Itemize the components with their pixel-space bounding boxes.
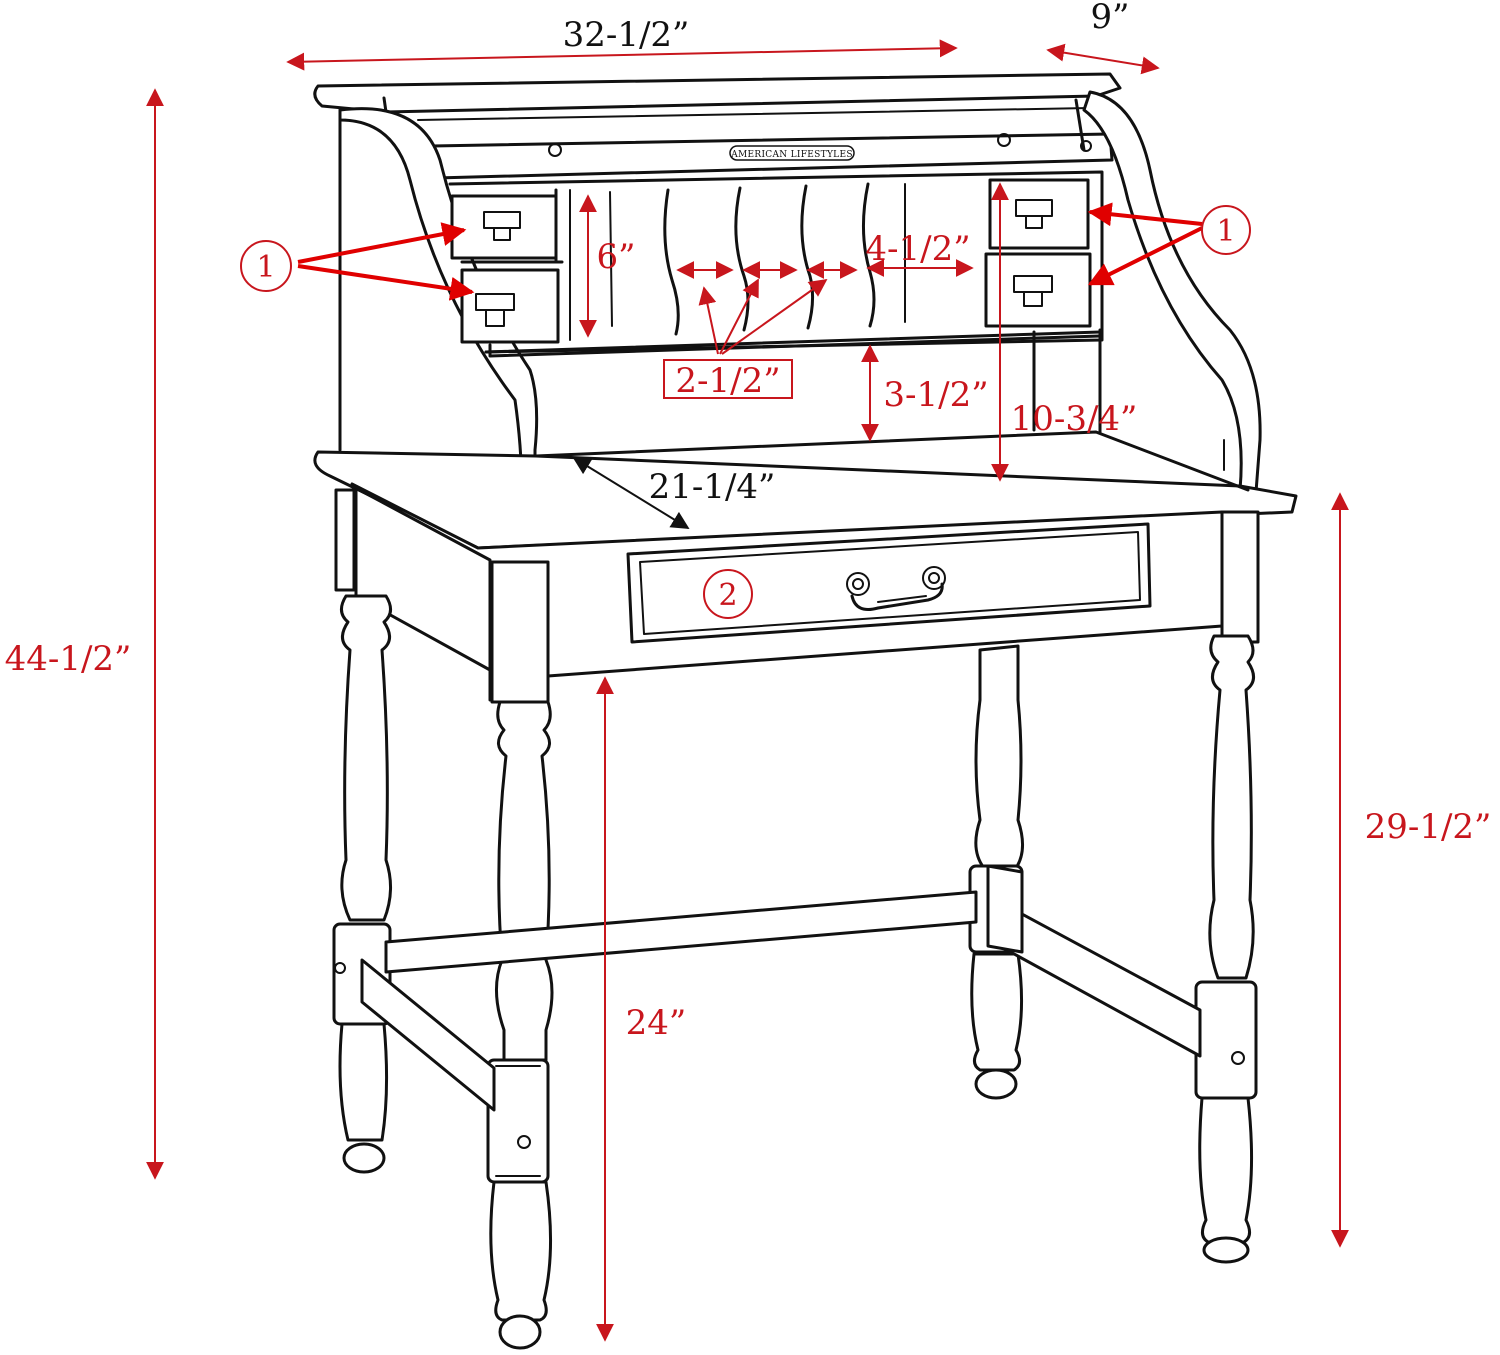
right-drawer-lower (984, 252, 1092, 328)
right-drawer-upper (988, 178, 1090, 250)
desk-drawing: AMERICAN LIFESTYLES (313, 72, 1298, 1350)
slot-width-box (663, 359, 793, 399)
desk-height-label: 29-1/2” (1365, 807, 1492, 847)
card-pull-icon (475, 293, 515, 327)
front-left-leg (486, 560, 554, 1350)
left-drawers (450, 188, 564, 344)
overall-width-line (286, 39, 958, 71)
slot-width-label: 2-1/2” (675, 361, 780, 401)
card-pull-icon (1015, 199, 1053, 229)
brand-plate-text: AMERICAN LIFESTYLES (730, 150, 853, 160)
writing-surface (313, 450, 1298, 550)
callout-main-drawer: 2 (703, 569, 753, 619)
depth-label: 9” (1090, 0, 1129, 37)
cubby-width-label: 4-1/2” (865, 229, 970, 269)
cubby-height-label: 6” (596, 237, 635, 277)
bail-pull-icon (846, 566, 946, 611)
hutch-height-label: 10-3/4” (1011, 399, 1138, 439)
dimension-lines (146, 39, 1349, 1342)
svg-text:1: 1 (256, 250, 275, 285)
desk-depth-line (572, 457, 690, 529)
overall-width-label: 32-1/2” (563, 15, 690, 55)
front-right-leg (1194, 510, 1260, 1264)
depth-line (1046, 43, 1160, 75)
knee-clearance-label: 24” (626, 1003, 687, 1043)
right-drawers (984, 178, 1092, 328)
svg-text:2: 2 (718, 578, 737, 613)
main-drawer (626, 522, 1152, 644)
overall-height-label: 44-1/2” (5, 639, 132, 679)
callout-left-drawers: 1 (240, 240, 292, 292)
card-pull-icon (1013, 275, 1053, 307)
brand-plate (729, 145, 855, 161)
shelf-clearance-label: 3-1/2” (883, 375, 988, 415)
desk-depth-label: 21-1/4” (649, 467, 776, 507)
left-drawer-lower (460, 268, 560, 344)
callout-right-drawers: 1 (1201, 205, 1251, 255)
hutch-top-crown (313, 72, 1122, 114)
back-left-leg (332, 488, 392, 1174)
svg-text:1: 1 (1216, 214, 1235, 249)
card-pull-icon (483, 211, 521, 241)
stretchers (360, 864, 1202, 1112)
